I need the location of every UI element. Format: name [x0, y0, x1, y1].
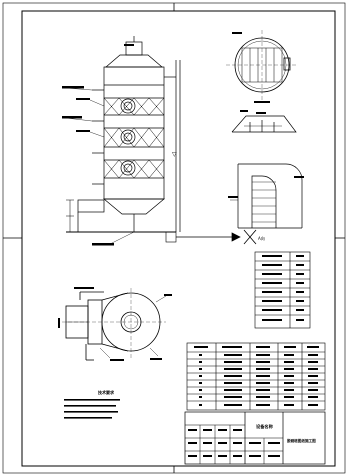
parts-list-small-cells	[262, 255, 304, 321]
spiral-stair-view	[230, 163, 303, 229]
top-section-circle-view	[226, 30, 298, 100]
inner-border	[21, 10, 336, 467]
plan-view	[62, 288, 167, 361]
internal-detail-view	[231, 115, 297, 133]
elevation-mark: ▽	[172, 151, 177, 158]
tower-callout-labels	[62, 44, 134, 246]
parts-list-small	[254, 251, 311, 329]
title-block-label-right: 脱硫塔图纸施工图	[287, 438, 316, 443]
plan-view-dimensions	[58, 287, 172, 361]
direction-arrow	[165, 229, 257, 245]
direction-label: A向	[258, 235, 265, 241]
internal-detail-labels	[240, 110, 266, 114]
title-block	[184, 411, 326, 465]
bill-of-materials-cells	[194, 346, 319, 406]
stair-labels	[228, 176, 304, 198]
title-block-label-left: 设备名称	[256, 423, 274, 430]
bill-of-materials-table	[186, 342, 326, 411]
top-view-labels	[232, 32, 270, 103]
notes-heading: 技术要求	[98, 389, 115, 395]
tower-elevation-view	[66, 36, 181, 233]
technical-notes: 技术要求	[64, 389, 120, 419]
title-block-cells	[188, 429, 280, 457]
